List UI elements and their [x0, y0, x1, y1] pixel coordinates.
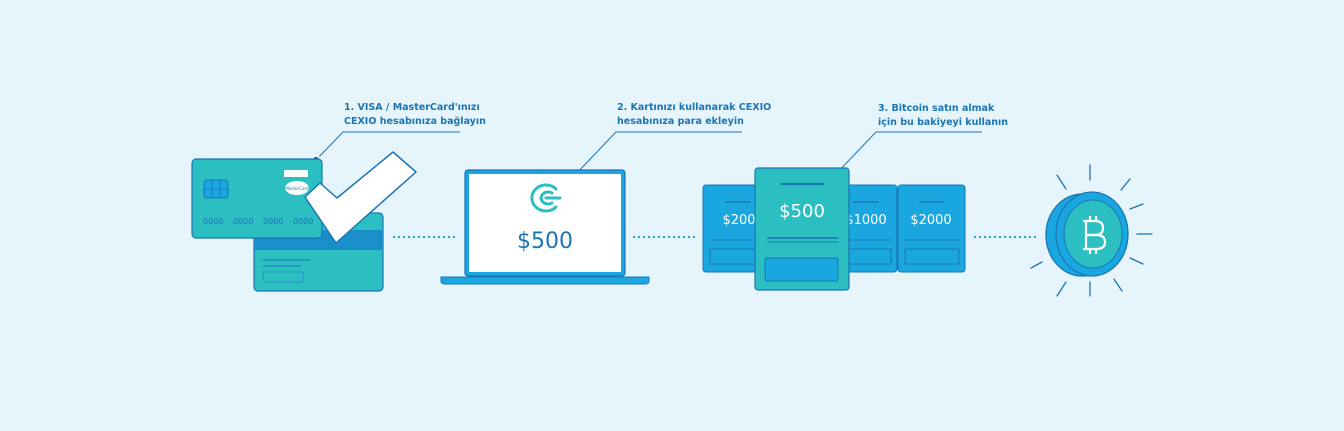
price-card-500-button[interactable] [764, 257, 839, 282]
price-card-2000-label: $2000 [910, 213, 951, 228]
step-3-line1: 3. Bitcoin satın almak [878, 103, 995, 114]
leader-line-2 [573, 131, 742, 177]
price-card-2000[interactable]: $2000 [897, 184, 966, 273]
barcode [262, 271, 304, 283]
price-card-1000-label: $1000 [845, 213, 886, 228]
price-card-2000-button [904, 248, 960, 265]
step-2-callout: 2. Kartınızı kullanarak CEXIO hesabınıza… [617, 101, 771, 129]
card-number-group-1: 0000 [203, 217, 223, 226]
step-1-line1: 1. VISA / MasterCard'ınızı [344, 102, 480, 113]
laptop-screen [469, 174, 621, 272]
card-number: 0000 0000 0000 0000 [203, 217, 313, 226]
laptop-base [440, 276, 650, 285]
coin-rays [1030, 164, 1153, 297]
step-3-callout: 3. Bitcoin satın almak için bu bakiyeyi … [878, 102, 1008, 130]
callout-leaders [315, 131, 982, 177]
credit-card-icon: MasterCard 0000 0000 0000 0000 [191, 158, 384, 292]
step-2-line2: hesabınıza para ekleyin [617, 116, 744, 127]
card-brand: MasterCard [285, 186, 308, 191]
laptop-amount: $500 [517, 229, 573, 254]
card-signature-strip [284, 170, 308, 177]
price-card-200-label: $200 [722, 213, 755, 228]
price-card-500[interactable]: $500 [754, 167, 850, 291]
step-1-line2: CEXIO hesabınıza bağlayın [344, 116, 486, 127]
card-number-group-4: 0000 [293, 217, 313, 226]
leader-line-1 [315, 131, 460, 161]
mastercard-logo-icon [285, 181, 309, 195]
bitcoin-symbol-icon [1083, 216, 1107, 254]
cex-logo-icon [530, 183, 562, 213]
price-card-2000-body [897, 184, 966, 273]
step-3-line2: için bu bakiyeyi kullanın [878, 117, 1009, 128]
price-card-500-label: $500 [779, 201, 825, 222]
leader-line-3 [833, 131, 982, 177]
chip-lines [204, 180, 228, 198]
price-cards: $200 $1000 $2000 [702, 167, 966, 291]
back-card-lines [263, 259, 310, 267]
card-number-group-2: 0000 [233, 217, 253, 226]
step-1-callout: 1. VISA / MasterCard'ınızı CEXIO hesabın… [344, 101, 486, 129]
laptop-icon: $500 [440, 169, 650, 285]
checkmark-icon [304, 151, 417, 244]
bitcoin-coin-icon [1030, 164, 1153, 297]
card-number-group-3: 0000 [263, 217, 283, 226]
step-2-line1: 2. Kartınızı kullanarak CEXIO [617, 102, 772, 113]
